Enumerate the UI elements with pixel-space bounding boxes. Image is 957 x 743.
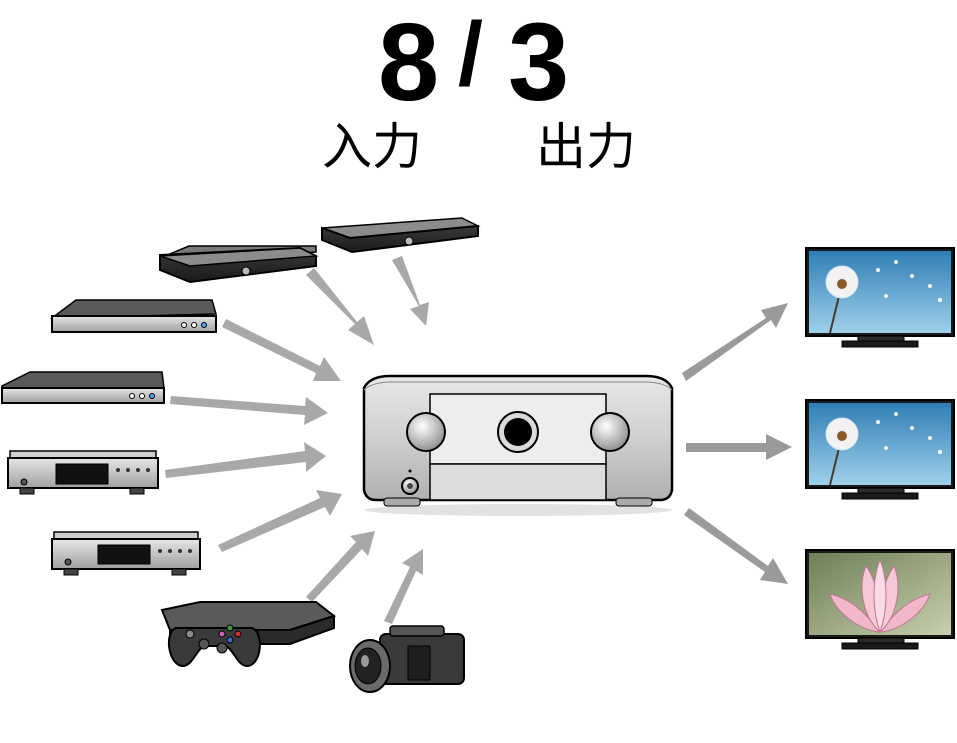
tv-dandelion-icon (805, 399, 955, 500)
arrow-to-tv-3 (684, 508, 788, 584)
arrow-from-bluray-2 (170, 396, 328, 425)
outputs-count: 3 (508, 1, 569, 124)
blu-ray-player-icon (49, 299, 217, 333)
arrow-to-tv-1 (682, 303, 788, 381)
outputs-label: 出力 (536, 118, 636, 176)
game-console-icon (160, 601, 337, 667)
arrow-from-stb-1 (306, 268, 374, 345)
tv-lotus-icon (805, 549, 955, 650)
arrow-from-camcorder (384, 549, 423, 624)
arrow-from-stb-2 (392, 256, 429, 326)
camcorder-icon (349, 625, 465, 693)
arrow-from-bluray-1 (222, 319, 341, 381)
av-receiver-icon (362, 374, 674, 516)
count-separator: / (458, 5, 484, 105)
inputs-count: 8 (378, 1, 439, 124)
arrow-from-cd-2 (218, 490, 342, 552)
set-top-box-icon (321, 217, 481, 254)
tv-dandelion-icon (805, 247, 955, 348)
inputs-label: 入力 (322, 118, 422, 176)
arrow-from-cd-1 (165, 442, 326, 478)
arrow-to-tv-2 (686, 434, 792, 460)
cd-player-icon (7, 450, 159, 495)
blu-ray-player-icon (1, 371, 165, 404)
set-top-box-icon (159, 245, 319, 284)
input-arrows (165, 256, 429, 624)
cd-player-icon (51, 531, 201, 576)
output-arrows (682, 303, 792, 584)
arrow-from-game-console (306, 531, 375, 602)
